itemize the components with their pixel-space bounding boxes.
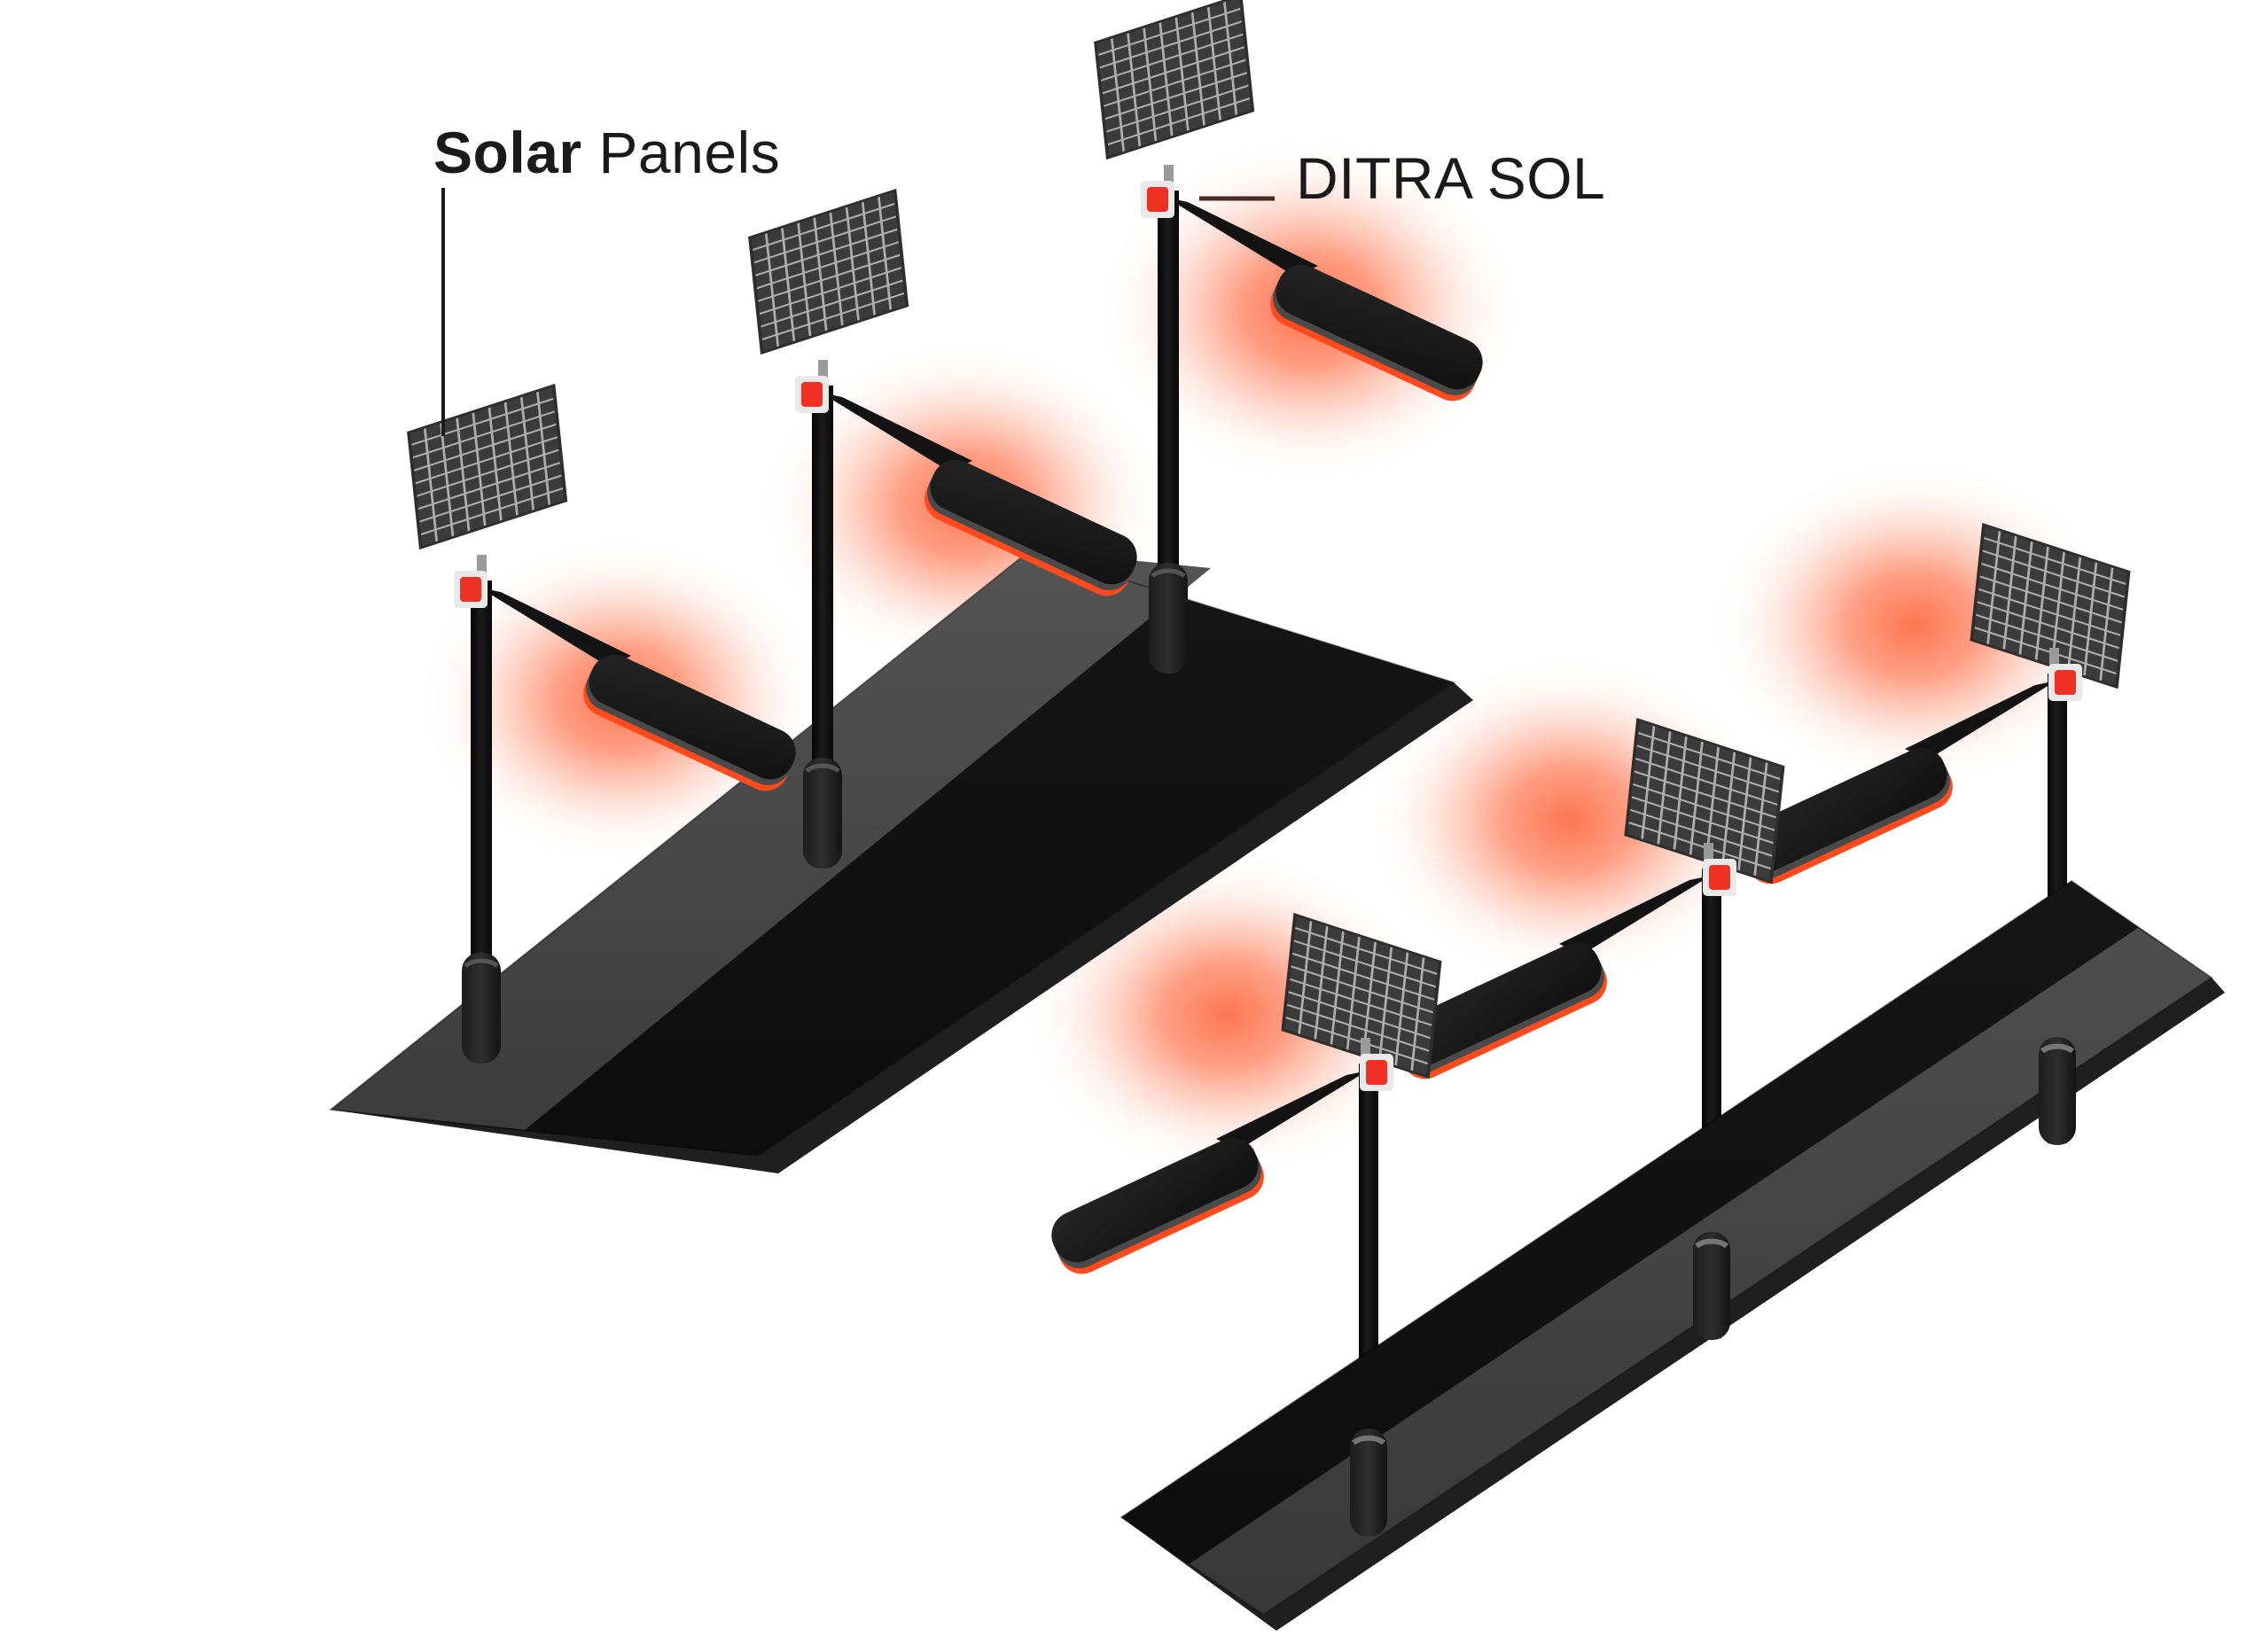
panel-mount-bracket xyxy=(1704,843,1713,873)
callout-label-solar-panels: Solar Panels xyxy=(433,119,780,186)
lamp-arm xyxy=(1559,876,1711,955)
callout-label-solar-panels-regular: Panels xyxy=(581,120,781,185)
pole-base xyxy=(1149,563,1188,674)
led-indicator[interactable] xyxy=(454,571,488,608)
pole-base xyxy=(1693,1232,1730,1340)
pole-base xyxy=(803,758,842,869)
road-outline xyxy=(1120,879,2213,1617)
led-indicator[interactable] xyxy=(1360,1054,1393,1091)
solar-panel xyxy=(748,189,909,355)
panel-mount-bracket xyxy=(2049,648,2059,678)
panel-mount-bracket xyxy=(1164,165,1174,195)
led-indicator[interactable] xyxy=(1141,181,1174,218)
lamp-arm xyxy=(821,393,972,471)
road2-pole-bases xyxy=(1350,1037,2076,1537)
callout-label-ditra-sol: DITRA SOL xyxy=(1296,145,1606,211)
street-lamp[interactable] xyxy=(748,189,1145,869)
pole-base xyxy=(2039,1037,2076,1145)
lamp-arm xyxy=(1216,1071,1368,1149)
led-indicator[interactable] xyxy=(795,376,829,413)
panel-mount-bracket xyxy=(477,555,487,585)
callout-leader-lines xyxy=(441,188,1275,436)
pole-base xyxy=(462,953,501,1064)
panel-mount-bracket xyxy=(1361,1038,1370,1068)
callout-label-solar-panels-bold: Solar xyxy=(433,120,582,185)
lamp-arm xyxy=(480,588,631,666)
road-shoulder-strip xyxy=(331,550,1211,1130)
solar-panel xyxy=(407,384,568,549)
road-edge-face xyxy=(331,682,1473,1173)
road-edge-face xyxy=(1121,978,2225,1631)
solar-panel xyxy=(1094,0,1255,160)
led-indicator[interactable] xyxy=(2048,664,2082,701)
panel-mount-bracket xyxy=(818,360,828,390)
led-indicator[interactable] xyxy=(1703,859,1736,896)
lamp-arm xyxy=(1166,198,1318,277)
pole-base xyxy=(1350,1429,1387,1537)
lamp-arm xyxy=(1905,681,2056,760)
street-lamp[interactable] xyxy=(407,384,804,1064)
street-lamp[interactable] xyxy=(1094,0,1491,674)
